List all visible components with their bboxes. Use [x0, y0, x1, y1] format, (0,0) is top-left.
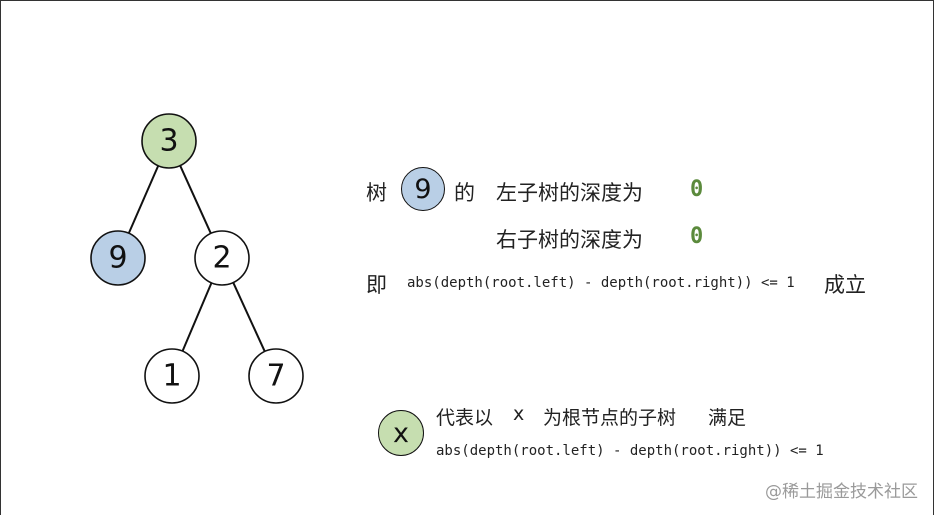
tree-node-label-7: 7	[266, 359, 285, 394]
of-text: 的	[454, 181, 475, 205]
holds-text: 成立	[824, 273, 866, 297]
tree-node-label-2: 2	[212, 241, 231, 276]
legend-formula: abs(depth(root.left) - depth(root.right)…	[436, 443, 824, 459]
x-node-badge-label: x	[393, 417, 409, 449]
left-depth-label: 左子树的深度为	[496, 181, 643, 205]
legend-desc-var: x	[513, 403, 525, 425]
legend-desc-prefix: 代表以	[436, 407, 494, 429]
tree-node-7	[248, 348, 304, 404]
edge-n3-n2	[179, 165, 212, 234]
tree-node-3	[141, 113, 197, 169]
right-depth-value: 0	[690, 224, 704, 249]
node-9-badge-label: 9	[414, 173, 432, 205]
edge-n2-n1	[181, 282, 213, 352]
tree-edges	[127, 165, 266, 352]
right-depth-label: 右子树的深度为	[496, 228, 643, 252]
tree-node-9	[90, 230, 146, 286]
tree-node-label-9: 9	[108, 241, 127, 276]
legend-desc-suffix: 为根节点的子树	[543, 407, 677, 429]
edge-n3-n9	[127, 165, 160, 234]
node-9-badge: 9	[401, 167, 445, 211]
x-node-badge: x	[378, 410, 424, 456]
tree-node-label-3: 3	[159, 124, 178, 159]
tree-prefix-text: 树	[366, 181, 387, 205]
balance-formula: abs(depth(root.left) - depth(root.right)…	[407, 275, 795, 291]
tree-node-2	[194, 230, 250, 286]
legend-desc-end: 满足	[708, 407, 747, 429]
edge-n2-n7	[232, 282, 266, 352]
left-depth-value: 0	[690, 177, 704, 202]
tree-node-label-1: 1	[162, 359, 181, 394]
tree-nodes: 3 9 2 1 7	[90, 113, 304, 404]
tree-node-1	[144, 348, 200, 404]
ji-text: 即	[366, 273, 387, 297]
watermark: @稀土掘金技术社区	[765, 482, 918, 502]
